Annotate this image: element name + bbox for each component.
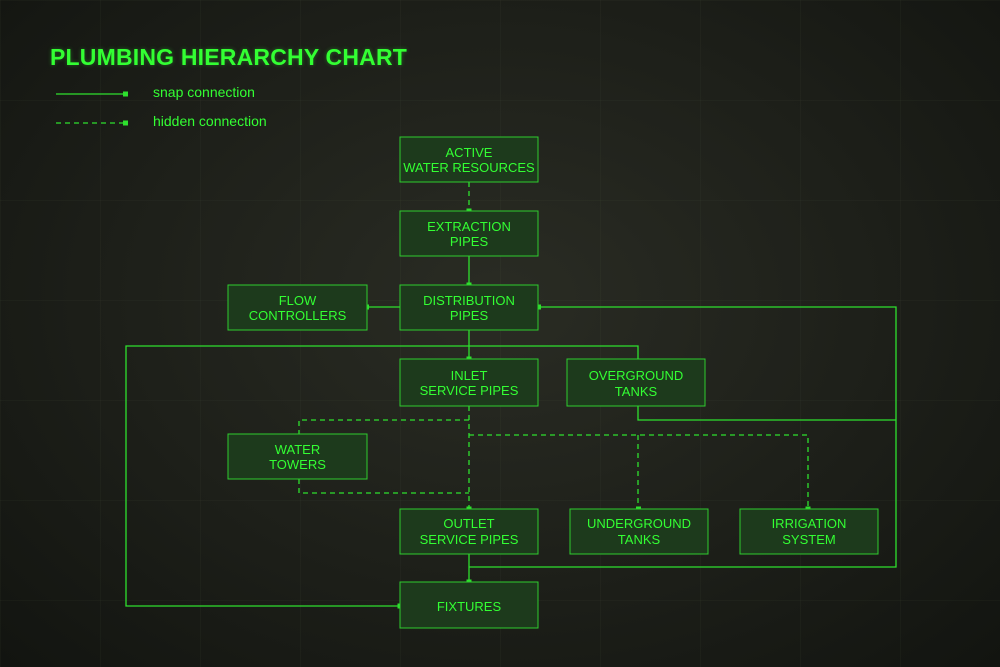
- svg-text:SERVICE PIPES: SERVICE PIPES: [420, 383, 519, 398]
- edge-overground-return: [637, 406, 896, 421]
- legend-hidden-label: hidden connection: [153, 113, 267, 129]
- legend-snap-label: snap connection: [153, 84, 255, 100]
- edge-distribution-right-loop: [469, 306, 897, 568]
- node-irrigation-system: IRRIGATION SYSTEM: [739, 508, 879, 555]
- svg-text:WATER: WATER: [275, 442, 321, 457]
- node-overground-tanks: OVERGROUND TANKS: [566, 358, 706, 407]
- edge-towers-outlet: [298, 479, 469, 494]
- edges: [125, 182, 897, 607]
- svg-text:WATER RESOURCES: WATER RESOURCES: [403, 160, 535, 175]
- chart-title: PLUMBING HIERARCHY CHART: [50, 44, 408, 70]
- node-extraction-pipes: EXTRACTION PIPES: [399, 210, 539, 257]
- svg-text:EXTRACTION: EXTRACTION: [427, 219, 511, 234]
- svg-text:TOWERS: TOWERS: [269, 457, 326, 472]
- node-outlet-service-pipes: OUTLET SERVICE PIPES: [399, 508, 539, 555]
- edge-inlet-tanks-branch: [469, 434, 809, 509]
- svg-text:PIPES: PIPES: [450, 308, 489, 323]
- node-inlet-service-pipes: INLET SERVICE PIPES: [399, 358, 539, 407]
- svg-text:ACTIVE: ACTIVE: [446, 145, 493, 160]
- svg-text:DISTRIBUTION: DISTRIBUTION: [423, 293, 515, 308]
- svg-text:FIXTURES: FIXTURES: [437, 599, 502, 614]
- svg-text:TANKS: TANKS: [618, 532, 661, 547]
- svg-text:INLET: INLET: [451, 368, 488, 383]
- svg-text:IRRIGATION: IRRIGATION: [772, 516, 847, 531]
- edge-left-loop: [125, 345, 639, 607]
- svg-text:CONTROLLERS: CONTROLLERS: [249, 308, 347, 323]
- svg-text:UNDERGROUND: UNDERGROUND: [587, 516, 691, 531]
- node-distribution-pipes: DISTRIBUTION PIPES: [399, 284, 539, 331]
- svg-text:OUTLET: OUTLET: [443, 516, 494, 531]
- svg-text:SERVICE PIPES: SERVICE PIPES: [420, 532, 519, 547]
- legend-snap-line: [56, 91, 128, 97]
- node-active-water-resources: ACTIVE WATER RESOURCES: [399, 136, 539, 183]
- edge-inlet-towers: [298, 419, 469, 434]
- node-fixtures: FIXTURES: [399, 581, 539, 629]
- svg-text:FLOW: FLOW: [279, 293, 317, 308]
- svg-text:PIPES: PIPES: [450, 234, 489, 249]
- node-water-towers: WATER TOWERS: [227, 433, 368, 480]
- node-flow-controllers: FLOW CONTROLLERS: [227, 284, 368, 331]
- svg-text:OVERGROUND: OVERGROUND: [589, 368, 684, 383]
- legend-hidden-line: [56, 120, 128, 126]
- svg-text:TANKS: TANKS: [615, 384, 658, 399]
- node-underground-tanks: UNDERGROUND TANKS: [569, 508, 709, 555]
- svg-text:SYSTEM: SYSTEM: [782, 532, 835, 547]
